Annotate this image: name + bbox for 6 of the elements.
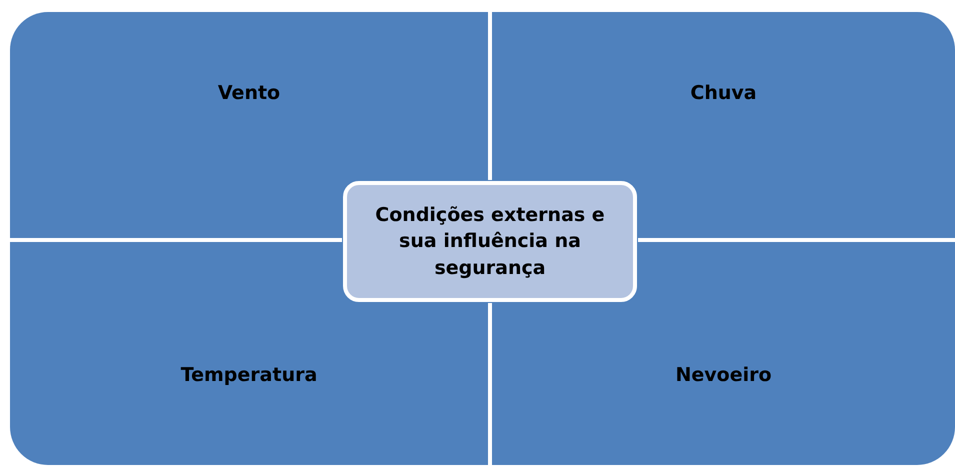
center-box <box>343 181 637 302</box>
quadrant-label: Chuva <box>690 81 757 106</box>
center-title: Condições externas e sua influência na segurança <box>374 202 606 281</box>
quadrant-label: Vento <box>218 81 280 106</box>
quadrant-label: Temperatura <box>180 363 318 388</box>
quadrant-label: Nevoeiro <box>675 363 772 388</box>
